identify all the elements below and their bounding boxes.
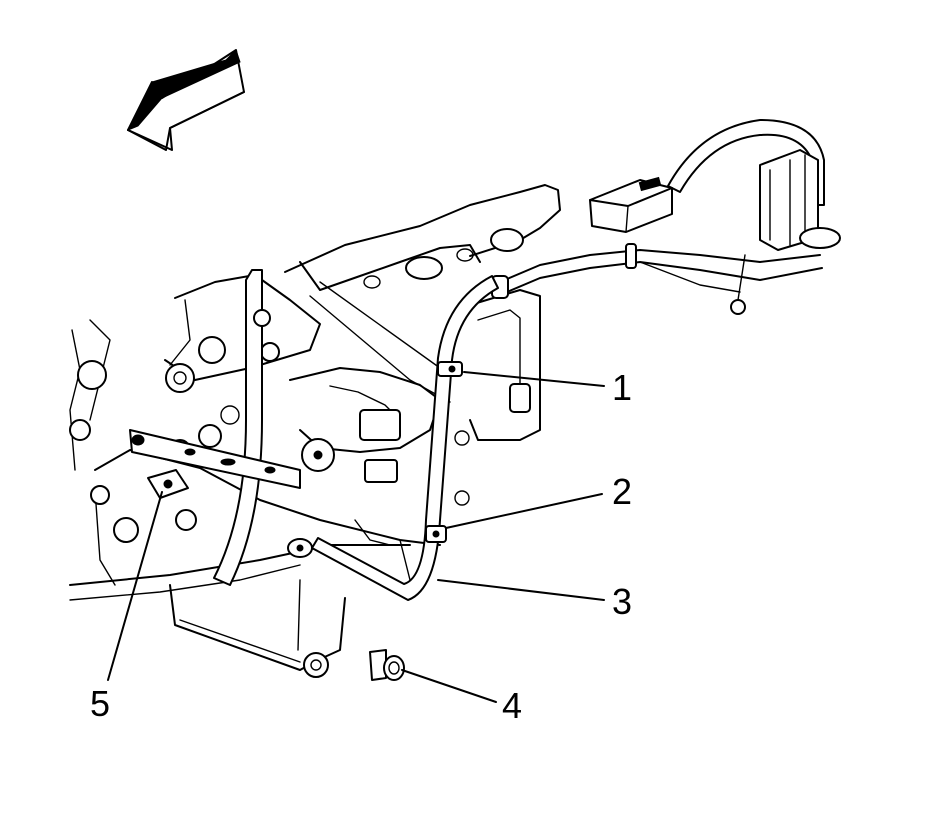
harness-clip-2 xyxy=(425,525,447,543)
harness-module xyxy=(759,149,841,251)
callout-5: 5 xyxy=(90,683,110,724)
callout-4: 4 xyxy=(502,685,522,726)
callout-3: 3 xyxy=(612,581,632,622)
harness-bolt xyxy=(369,649,405,681)
engine-block xyxy=(69,184,561,678)
coolant-hose xyxy=(213,269,271,586)
callout-2: 2 xyxy=(612,471,632,512)
front-direction-arrow-icon xyxy=(126,49,245,151)
harness-connector xyxy=(589,176,673,233)
harness-bracket xyxy=(129,429,301,489)
wiring-harness xyxy=(287,119,841,601)
leader-lines xyxy=(107,371,605,703)
harness-stud xyxy=(147,469,189,499)
harness-clip-1 xyxy=(437,361,463,377)
callout-1: 1 xyxy=(612,367,632,408)
